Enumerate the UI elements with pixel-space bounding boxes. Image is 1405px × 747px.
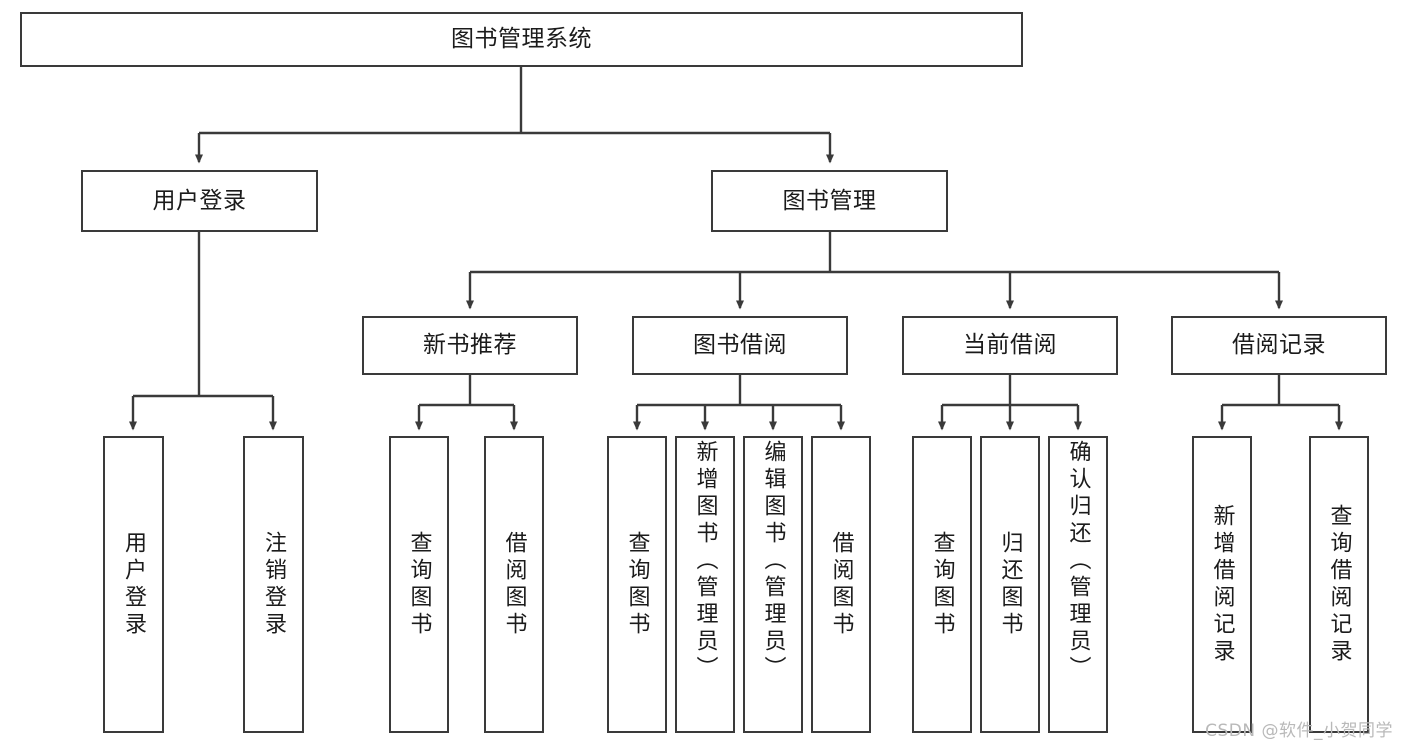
node-label: 用户登录 — [152, 187, 247, 214]
leaf-query-book-current[interactable]: 查询图书 — [912, 436, 972, 733]
node-label: 图书借阅 — [693, 332, 787, 359]
node-label: 新增借阅记录 — [1209, 503, 1235, 666]
node-borrow-record[interactable]: 借阅记录 — [1171, 316, 1387, 375]
node-label: 借阅记录 — [1232, 332, 1326, 359]
node-book-manage[interactable]: 图书管理 — [711, 170, 948, 232]
leaf-query-book-borrow[interactable]: 查询图书 — [607, 436, 667, 733]
node-label: 用户登录 — [121, 530, 147, 639]
node-label: 新书推荐 — [423, 332, 517, 359]
node-root-system[interactable]: 图书管理系统 — [20, 12, 1023, 67]
node-label: 图书管理 — [782, 187, 877, 214]
node-book-borrow[interactable]: 图书借阅 — [632, 316, 848, 375]
node-label: 借阅图书 — [501, 530, 527, 639]
leaf-user-login[interactable]: 用户登录 — [103, 436, 164, 733]
node-label: 当前借阅 — [963, 332, 1057, 359]
leaf-edit-book[interactable]: 编辑图书（管理员） — [743, 436, 803, 733]
node-label: 归还图书 — [997, 530, 1023, 639]
node-user-login[interactable]: 用户登录 — [81, 170, 318, 232]
node-current-borrow[interactable]: 当前借阅 — [902, 316, 1118, 375]
leaf-query-book-recommend[interactable]: 查询图书 — [389, 436, 449, 733]
node-label: 查询图书 — [406, 530, 432, 639]
leaf-return-book[interactable]: 归还图书 — [980, 436, 1040, 733]
node-label: 查询图书 — [624, 530, 650, 639]
node-new-book-recommend[interactable]: 新书推荐 — [362, 316, 578, 375]
leaf-borrow-book-recommend[interactable]: 借阅图书 — [484, 436, 544, 733]
node-label: 借阅图书 — [828, 530, 854, 639]
leaf-logout-login[interactable]: 注销登录 — [243, 436, 304, 733]
leaf-add-book[interactable]: 新增图书（管理员） — [675, 436, 735, 733]
node-label: 查询借阅记录 — [1326, 503, 1352, 666]
node-label: 注销登录 — [261, 530, 287, 639]
node-label: 图书管理系统 — [451, 26, 592, 53]
leaf-add-borrow-record[interactable]: 新增借阅记录 — [1192, 436, 1252, 733]
leaf-query-borrow-record[interactable]: 查询借阅记录 — [1309, 436, 1369, 733]
leaf-confirm-return[interactable]: 确认归还（管理员） — [1048, 436, 1108, 733]
node-label: 查询图书 — [929, 530, 955, 639]
leaf-borrow-book-borrow[interactable]: 借阅图书 — [811, 436, 871, 733]
node-label: 新增图书（管理员） — [692, 440, 718, 683]
csdn-watermark: CSDN @软件_小贺同学 — [1205, 721, 1393, 741]
node-label: 确认归还（管理员） — [1065, 440, 1091, 683]
node-label: 编辑图书（管理员） — [760, 440, 786, 683]
